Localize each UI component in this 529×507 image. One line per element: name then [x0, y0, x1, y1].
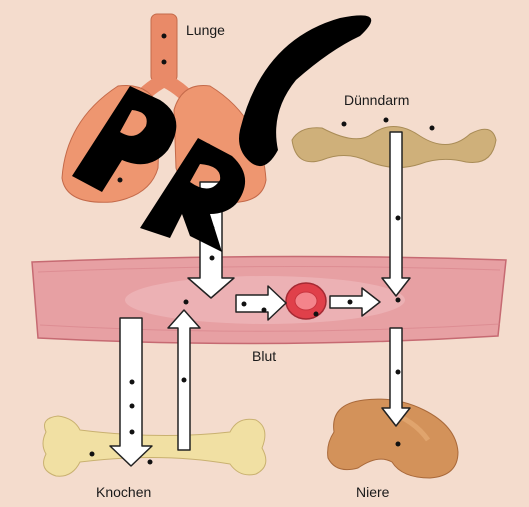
label-blood: Blut	[252, 348, 276, 364]
label-lung: Lunge	[186, 22, 225, 38]
red-blood-cell	[286, 283, 326, 319]
label-small-intestine: Dünndarm	[344, 92, 409, 108]
label-kidney: Niere	[356, 484, 389, 500]
label-bone: Knochen	[96, 484, 151, 500]
